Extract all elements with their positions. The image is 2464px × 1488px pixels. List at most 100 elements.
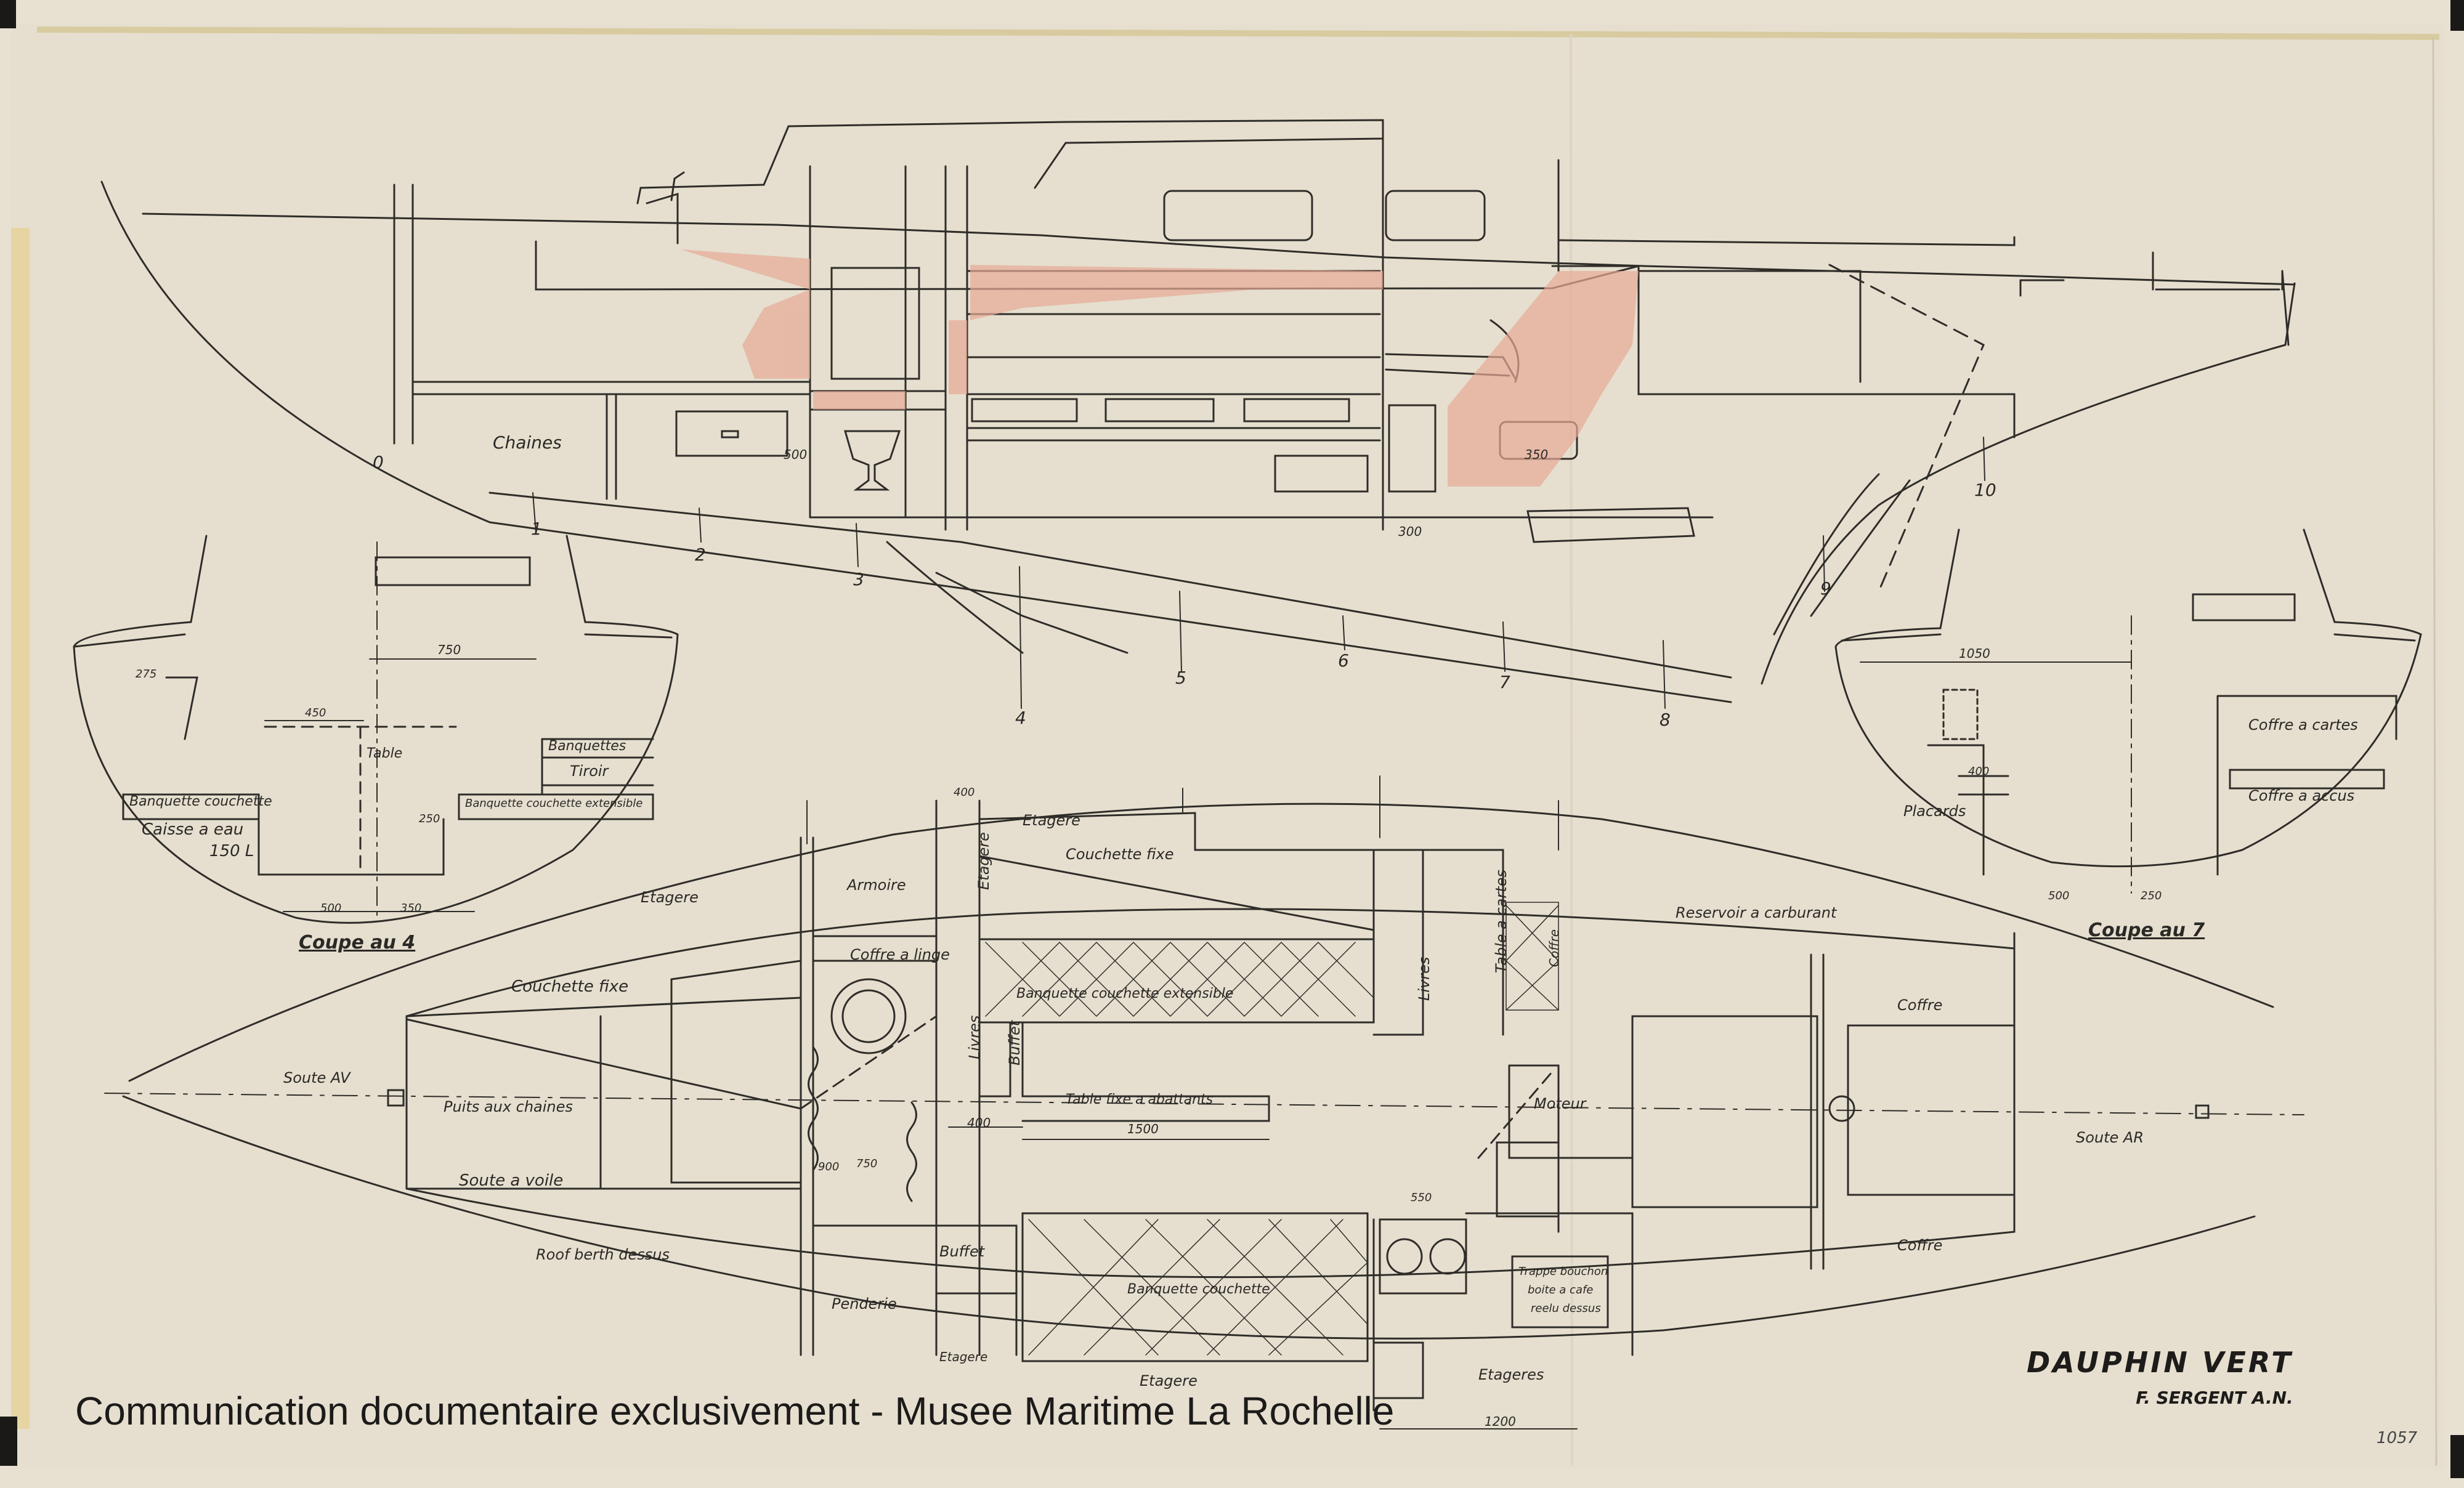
label-tiroir: Tiroir <box>570 762 610 780</box>
settee-locker <box>1274 455 1369 493</box>
label-buffet-vertical: Buffet <box>1006 1019 1023 1065</box>
drawer-1 <box>971 398 1078 423</box>
station-number-6: 6 <box>1338 650 1349 671</box>
red-insulation-areas <box>681 249 1639 487</box>
rear-soute-marker <box>2195 1104 2210 1119</box>
livres-shelf <box>978 1021 1011 1098</box>
label-penderie: Penderie <box>832 1295 897 1312</box>
cockpit-coaming <box>1551 265 2016 439</box>
engine-bed <box>1526 507 1695 543</box>
rudder <box>1773 473 1911 636</box>
label-coffre-accu: Coffre a accus <box>2248 787 2354 804</box>
plan-deckline-top <box>405 908 2016 1017</box>
deckline-right <box>1841 633 2416 642</box>
label-caisse-vol: 150 L <box>209 842 254 860</box>
deckline-left <box>73 633 673 648</box>
buffet-penderie <box>935 1224 1018 1356</box>
section-right <box>1834 528 2422 894</box>
label-reservoir: Reservoir a carburant <box>1676 904 1838 921</box>
station-number-4: 4 <box>1015 708 1026 728</box>
station-number-5: 5 <box>1175 668 1186 688</box>
chart-locker <box>2216 695 2397 876</box>
dim-1500-plan: 1500 <box>1127 1122 1159 1136</box>
washbasin <box>830 978 907 1054</box>
hull-section-right <box>1834 528 2422 868</box>
station-number-7: 7 <box>1499 672 1510 692</box>
station-number-3: 3 <box>853 569 864 589</box>
label-trappe-2: boite a cafe <box>1528 1284 1593 1296</box>
engine-box-plan <box>1496 1141 1560 1218</box>
watermark-notice: Communication documentaire exclusivement… <box>75 1389 1395 1433</box>
doghouse-window-2 <box>1385 190 1486 241</box>
settee-lower-hatch <box>1028 1219 1368 1356</box>
dim-275-left: 275 <box>136 668 156 681</box>
berth-front-fwd <box>606 393 617 500</box>
label-etagere-top: Etagere <box>1023 812 1080 829</box>
wc-bowl <box>844 430 901 491</box>
paper-top-fold <box>36 26 2440 40</box>
plan-labels: Etagere Etagere Armoire Etagere Couchett… <box>283 786 2144 1429</box>
dashed-chart-lines <box>800 1015 1554 1159</box>
dim-750-plan: 750 <box>856 1157 877 1170</box>
water-tank <box>257 818 445 876</box>
station-line-1 <box>532 492 537 533</box>
label-chaines: Chaines <box>493 432 562 453</box>
sheer-line <box>142 212 2296 286</box>
label-banquette-couchette-plan: Banquette couchette <box>1127 1282 1270 1297</box>
label-etageres-aft: Etageres <box>1478 1366 1544 1383</box>
deckhouse-roof <box>639 119 1384 189</box>
dim-1200-plan: 1200 <box>1485 1414 1516 1429</box>
label-banquette-extensible: Banquette couchette extensible <box>1016 986 1233 1001</box>
station-number-1: 1 <box>531 519 542 539</box>
mast-step-plan <box>387 1089 405 1107</box>
stern-tube-plan <box>1828 1095 1855 1122</box>
bow-stem-curve <box>100 180 1732 703</box>
station-line-6 <box>1342 615 1345 650</box>
dim-750-left: 750 <box>437 642 461 657</box>
doghouse-window-1 <box>1163 190 1313 241</box>
label-coffre-linge: Coffre a linge <box>850 946 950 963</box>
label-moteur: Moteur <box>1534 1095 1587 1112</box>
label-coffre-aft-bottom: Coffre <box>1897 1237 1942 1254</box>
galley-stove <box>1379 1218 1467 1295</box>
stove-burner-2 <box>1429 1238 1466 1275</box>
dim-350-left: 350 <box>400 902 421 915</box>
station-line-2 <box>699 507 702 543</box>
curtain-wavy-1 <box>808 1046 819 1171</box>
section-left <box>73 535 679 924</box>
mount-corner-top-right <box>2450 0 2464 31</box>
dim-400-plan-top: 400 <box>954 786 975 799</box>
chart-coffre-hatch <box>1506 902 1559 1011</box>
station-line-4 <box>1019 566 1022 709</box>
dim-500-left: 500 <box>320 902 341 915</box>
curtain-wavy-2 <box>906 1101 917 1202</box>
transom-post <box>2281 270 2290 346</box>
keel-line <box>488 491 1732 679</box>
label-puits-chaines: Puits aux chaines <box>444 1098 573 1115</box>
label-trappe-3: reelu dessus <box>1531 1302 1601 1315</box>
station-line-8 <box>1663 640 1666 709</box>
aft-deck <box>2019 279 2280 291</box>
station-number-10: 10 <box>1974 480 1996 500</box>
dim-450-left: 450 <box>305 706 326 719</box>
label-coupe-au-4: Coupe au 4 <box>299 932 415 953</box>
paper-right-edge <box>2432 36 2438 1466</box>
paper-aged-left-edge <box>11 228 30 1429</box>
label-etagere-bottom: Etagere <box>1140 1372 1198 1389</box>
accommodation-plan <box>104 775 2304 1429</box>
station-number-0: 0 <box>373 452 384 472</box>
dim-250-right: 250 <box>2141 889 2162 902</box>
mast-tabernacle <box>393 184 414 445</box>
cabin-top-shelf <box>375 556 531 586</box>
fore-hatch <box>646 192 679 245</box>
label-etagere-low: Etagere <box>939 1349 987 1364</box>
galley-door <box>1388 404 1437 493</box>
label-livres-top: Livres <box>1416 957 1433 1001</box>
label-etagere-vertical: Etagere <box>975 832 992 890</box>
placards <box>1927 744 2009 876</box>
plan-outline-top <box>128 803 2274 1082</box>
label-banquette-extensible-left: Banquette couchette extensible <box>465 797 642 810</box>
label-etagere-fwd: Etagere <box>641 889 699 906</box>
cockpit-seat <box>1557 236 2016 246</box>
